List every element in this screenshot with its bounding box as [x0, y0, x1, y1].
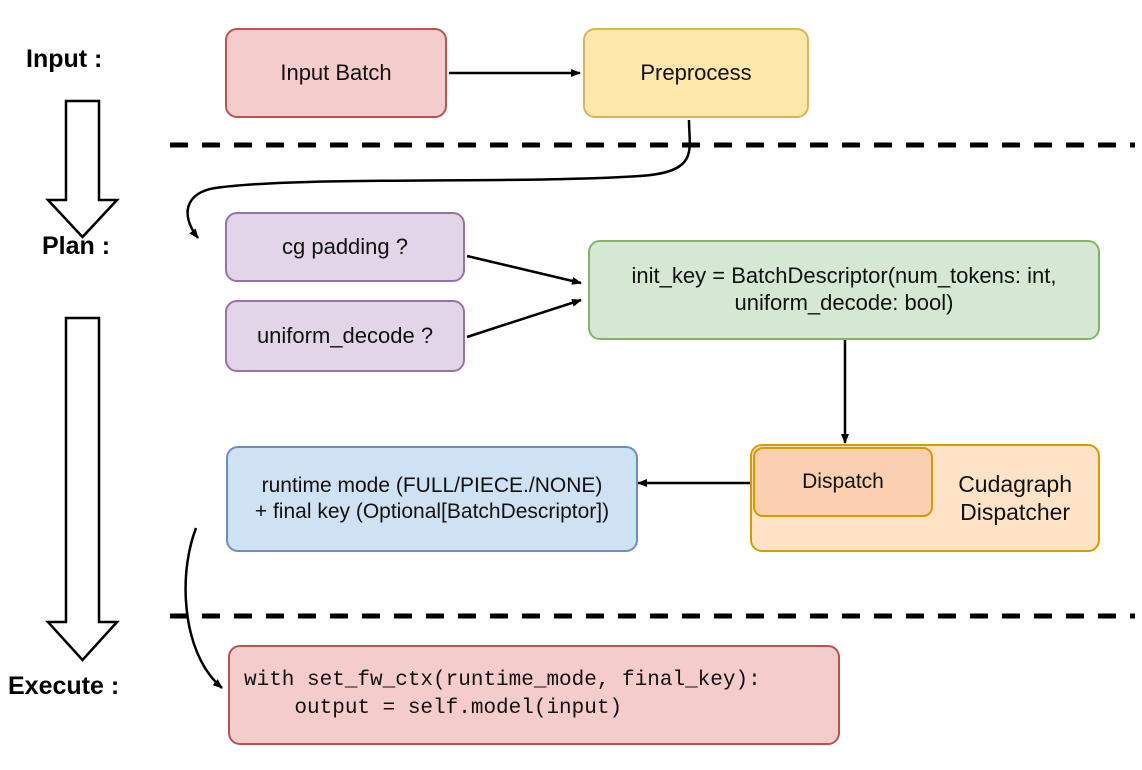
node-dispatch[interactable]: Dispatch: [753, 447, 933, 517]
plan-to-execute-block-arrow: [45, 316, 120, 662]
stage-label-execute: Execute :: [8, 672, 120, 700]
node-cg-padding[interactable]: cg padding ?: [225, 212, 465, 282]
node-execute-code[interactable]: with set_fw_ctx(runtime_mode, final_key)…: [228, 645, 840, 745]
node-preprocess[interactable]: Preprocess: [583, 28, 809, 118]
arrow-uniformdecode-to-initkey: [466, 298, 582, 339]
stage-label-plan: Plan :: [42, 232, 111, 260]
input-to-plan-block-arrow: [45, 99, 120, 239]
node-init-key[interactable]: init_key = BatchDescriptor(num_tokens: i…: [588, 240, 1100, 340]
arrow-runtime-to-execute: [184, 527, 223, 689]
node-input-batch[interactable]: Input Batch: [225, 28, 447, 118]
arrow-cgpadding-to-initkey: [466, 254, 582, 285]
node-uniform-decode[interactable]: uniform_decode ?: [225, 300, 465, 372]
stage-label-input: Input :: [26, 45, 103, 73]
node-runtime-mode[interactable]: runtime mode (FULL/PIECE./NONE) + final …: [226, 446, 638, 552]
